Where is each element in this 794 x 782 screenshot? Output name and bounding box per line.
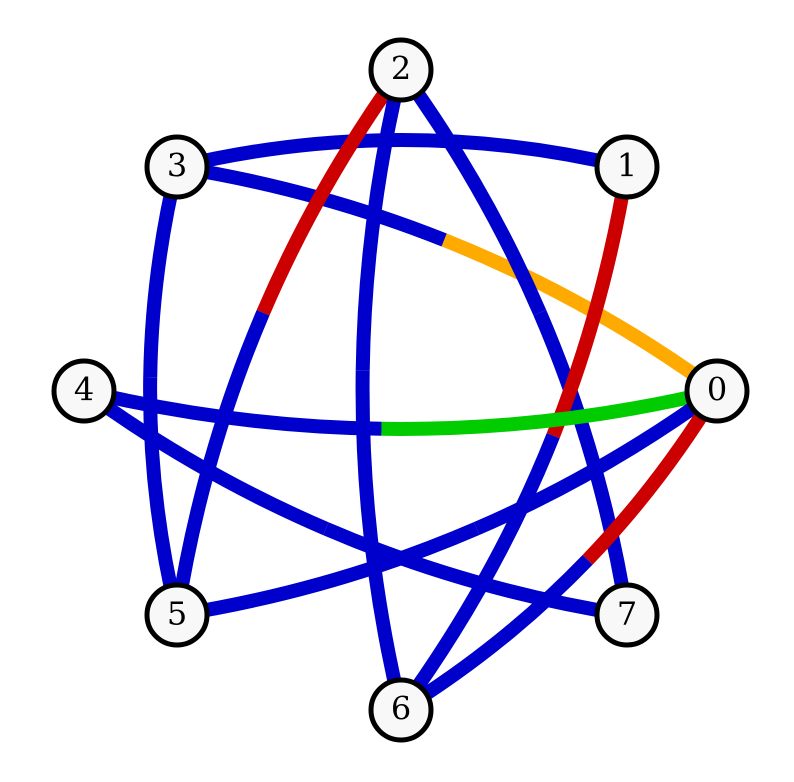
edge-2-7-end <box>533 309 634 617</box>
node-circle <box>368 37 434 103</box>
node-1: 1 <box>594 134 660 200</box>
node-label: 6 <box>391 690 411 728</box>
node-0: 0 <box>684 358 750 424</box>
node-3: 3 <box>144 134 210 200</box>
edge-2-5-start <box>256 65 407 316</box>
node-label: 3 <box>167 147 187 185</box>
node-circle <box>144 134 210 200</box>
node-4: 4 <box>51 358 117 424</box>
node-label: 5 <box>167 595 187 633</box>
node-circle <box>51 358 117 424</box>
node-circle <box>594 134 660 200</box>
node-7: 7 <box>594 582 660 648</box>
node-circle <box>684 358 750 424</box>
node-6: 6 <box>368 677 434 743</box>
edge-0-5-start <box>473 385 722 536</box>
edge-2-6-start <box>355 68 408 371</box>
edge-3-0-end <box>441 233 722 397</box>
node-label: 1 <box>617 147 637 185</box>
node-circle <box>594 582 660 648</box>
node-label: 4 <box>74 371 94 409</box>
edge-0-5-end <box>175 522 480 622</box>
node-circle <box>368 677 434 743</box>
edge-3-1-end <box>388 133 629 174</box>
edge-4-0-start <box>82 384 382 436</box>
edge-1-6-start <box>546 165 634 439</box>
edge-4-0-end <box>381 384 719 436</box>
node-label: 2 <box>391 50 411 88</box>
node-circle <box>144 582 210 648</box>
edge-2-7-start <box>395 65 547 316</box>
node-label: 0 <box>707 371 727 409</box>
edge-1-6-end <box>395 433 560 715</box>
edge-4-7-start <box>79 385 329 536</box>
node-5: 5 <box>144 582 210 648</box>
node-2: 2 <box>368 37 434 103</box>
edge-4-7-end <box>323 522 629 622</box>
nodes-layer: 0 1 2 3 4 5 6 7 <box>51 37 750 743</box>
edge-2-5-end <box>170 310 270 617</box>
node-label: 7 <box>617 595 637 633</box>
